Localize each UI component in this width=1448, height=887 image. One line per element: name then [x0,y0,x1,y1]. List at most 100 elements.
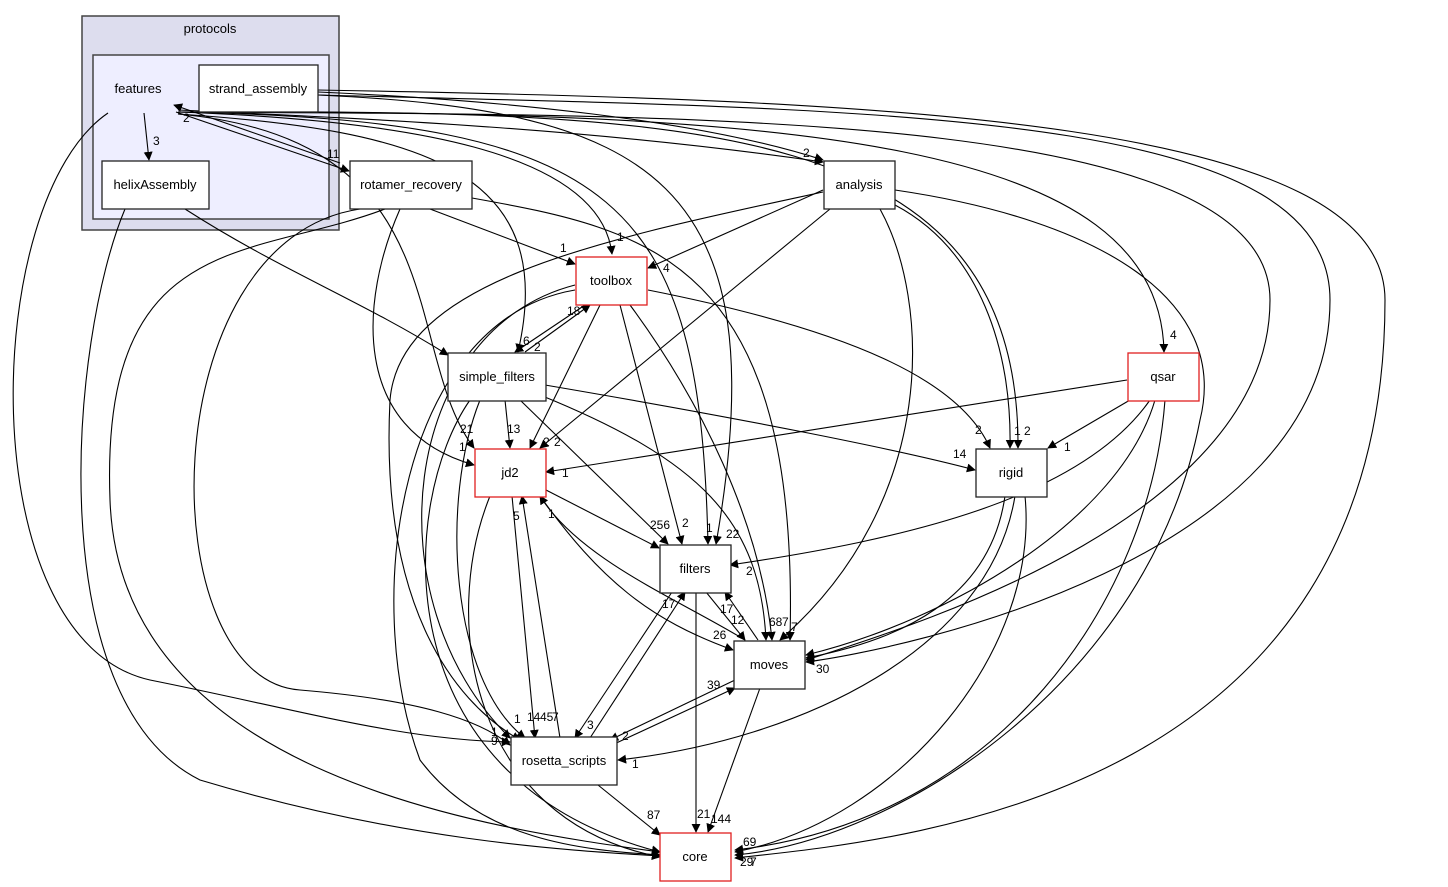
svg-text:analysis: analysis [836,177,883,192]
node-core[interactable]: core [659,832,732,882]
node-strand_assembly[interactable]: strand_assembly [198,64,319,113]
edge-rigid-moves [805,495,1006,661]
edge-label: 1 [560,241,567,255]
edge-toolbox-jd2 [529,304,601,449]
edge-analysis-core [734,189,1205,859]
edge-toolbox-filters [619,304,685,545]
edge-rotamer_recovery-toolbox [429,208,576,266]
edge-label: 7 [552,710,559,724]
edge-label: 5 [513,509,520,523]
edge-toolbox-simple_filters [514,304,586,353]
node-rigid[interactable]: rigid [975,448,1048,498]
edge-label: 1 [1014,424,1021,438]
edge-label: 22 [726,527,740,541]
edge-moves-jd2 [539,495,746,641]
svg-text:rosetta_scripts: rosetta_scripts [522,753,607,768]
edge-simple_filters-rosetta_scripts [456,399,526,739]
svg-text:filters: filters [679,561,711,576]
edge-filters-rosetta_scripts [574,591,673,739]
edge-rotamer_recovery-rosetta_scripts [193,208,511,746]
edge-label: 12 [731,613,745,627]
edge-filters-moves [705,591,746,641]
edge-features-analysis [177,109,824,166]
edge-label: 29 [740,855,754,869]
edge-toolbox-rosetta_scripts [421,284,576,739]
edge-label: 68 [769,615,783,629]
edge-label: 1 [706,521,713,535]
edge-label: 14 [953,447,967,461]
edge-label: 2 [1024,424,1031,438]
edge-label: 3 [153,134,160,148]
node-jd2[interactable]: jd2 [474,448,547,498]
edge-rotamer_recovery-moves [471,197,795,641]
svg-text:jd2: jd2 [500,465,518,480]
edge-features-core [317,89,1386,862]
edge-label: 2 [746,564,753,578]
node-qsar[interactable]: qsar [1127,352,1200,402]
edge-label: 17 [662,597,676,611]
edge-label: 2 [803,146,810,160]
edge-label: 87 [647,808,661,822]
edge-label: 4 [1170,328,1177,342]
edge-rigid-rosetta_scripts [617,495,1016,764]
edge-label: 2 [543,435,550,449]
edge-label: 30 [816,662,830,676]
node-filters[interactable]: filters [659,544,732,594]
edge-label: 2 [554,435,561,449]
node-rosetta_scripts[interactable]: rosetta_scripts [510,736,618,786]
svg-text:toolbox: toolbox [590,273,632,288]
edge-label: 7 [782,615,789,629]
node-simple_filters[interactable]: simple_filters [447,352,547,402]
edge-strand-filters [317,94,733,545]
edge-label: 18 [567,304,581,318]
edge-label: 1 [562,466,569,480]
edge-features-toolbox [177,111,616,255]
cluster-features-label: features [115,81,162,96]
svg-text:rigid: rigid [999,465,1024,480]
edge-label: 21 [460,422,474,436]
edge-label: 6 [523,334,530,348]
node-toolbox[interactable]: toolbox [575,256,648,306]
edge-label: 11 [327,147,340,161]
edge-moves-core [706,687,761,833]
edge-labels: 3 2 11 2 4 1 1 4 18 6 2 21 13 2 2 1 1 2 … [153,111,1177,869]
edge-analysis-rigid [894,204,1015,449]
edge-qsar-filters [729,399,1151,569]
node-analysis[interactable]: analysis [823,160,896,210]
edge-simple_filters-moves [539,394,771,641]
edge-simple_filters-core [424,399,661,855]
edge-features-filters [177,111,713,545]
edge-features-rotamer_recovery [175,111,350,173]
edge-label: 9 [491,734,498,748]
edge-label: 1 [632,757,639,771]
edge-label: 2 [534,340,541,354]
edge-label: 1 [491,725,498,739]
edge-jd2-rosetta_scripts [511,495,539,739]
edge-moves-rosetta_scripts [609,679,736,741]
edge-jd2-core [468,495,661,860]
edge-features-helixAssembly [143,112,153,161]
edge-simple_filters-jd2 [504,399,514,449]
svg-text:core: core [682,849,707,864]
edge-label: 256 [650,518,670,532]
edge-label: 3 [587,718,594,732]
node-moves[interactable]: moves [733,640,806,690]
edge-simple_filters-filters [519,399,669,545]
svg-text:qsar: qsar [1150,369,1176,384]
edge-label: 2 [183,111,190,125]
edge-label: 17 [720,602,734,616]
edge-label: 1 [1064,440,1071,454]
node-rotamer_recovery[interactable]: rotamer_recovery [349,160,473,210]
edge-label: 2 [682,516,689,530]
node-helixAssembly[interactable]: helixAssembly [101,160,210,210]
edge-label: 7 [791,620,798,634]
edge-jd2-moves [539,495,734,652]
edge-jd2-filters [545,489,660,549]
edge-features-moves [177,111,1271,662]
edge-label: 2 [622,729,629,743]
edge-rosetta_scripts-filters [589,591,686,739]
edge-analysis-toolbox [647,189,824,269]
edge-helixAssembly-core [80,208,661,861]
edge-simple_filters-rigid [544,384,976,473]
